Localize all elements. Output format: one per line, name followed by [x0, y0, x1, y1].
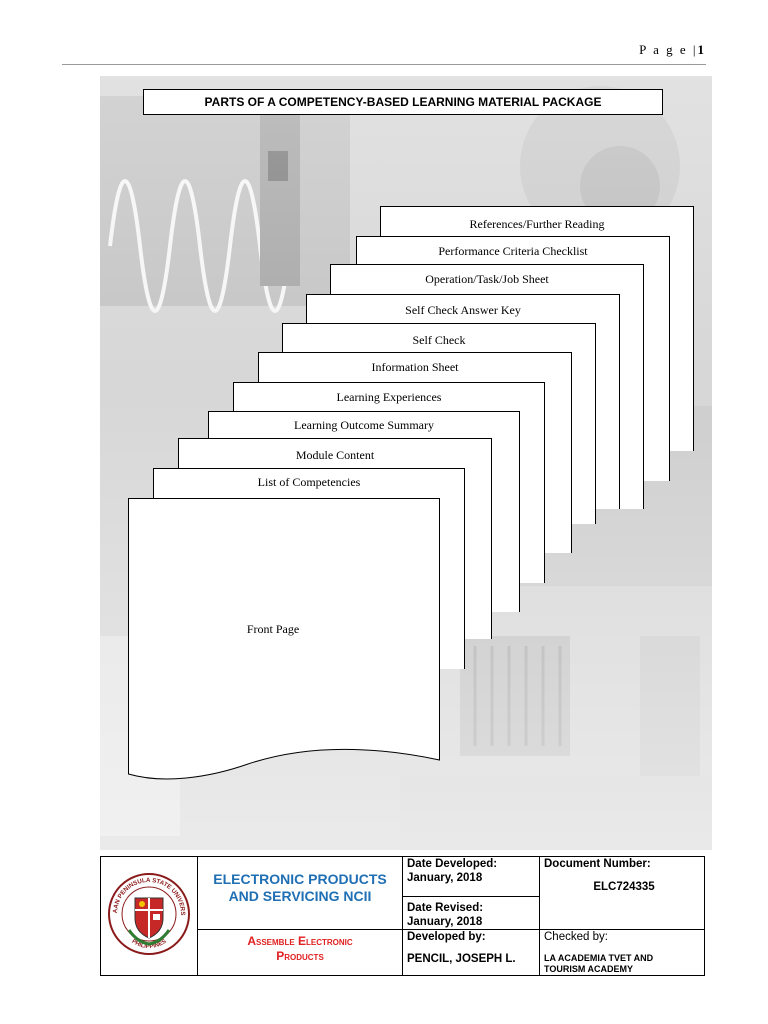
university-logo-cell: BATAAN PENINSULA STATE UNIVERSITY PHILIP… [100, 856, 198, 976]
developed-by-label: Developed by: [407, 931, 486, 943]
page-number: P a g e |1 [639, 42, 704, 58]
checked-by-label: Checked by: [544, 931, 608, 943]
date-revised-label: Date Revised: [407, 902, 484, 914]
page-digit: 1 [697, 42, 705, 57]
unit-title-cell: Assemble Electronic Products [197, 929, 403, 976]
document-number-label: Document Number: [544, 858, 651, 870]
checked-by-cell: Checked by: LA ACADEMIA TVET AND TOURISM… [539, 929, 705, 976]
document-footer: BATAAN PENINSULA STATE UNIVERSITY PHILIP… [100, 856, 705, 976]
front-page-sheet: Front Page [128, 498, 440, 788]
diagram-title: PARTS OF A COMPETENCY-BASED LEARNING MAT… [143, 89, 663, 115]
module-title-line-1: ELECTRONIC PRODUCTS [213, 871, 387, 887]
header-rule [62, 64, 706, 65]
checked-by-line-2: TOURISM ACADEMY [544, 964, 634, 974]
unit-title-line-1: Assemble Electronic [247, 934, 353, 948]
checked-by-line-1: LA ACADEMIA TVET AND [544, 953, 654, 963]
page-label: P a g e | [639, 42, 698, 57]
module-title-line-2: AND SERVICING NCII [228, 888, 372, 904]
university-seal-icon: BATAAN PENINSULA STATE UNIVERSITY PHILIP… [105, 867, 190, 955]
date-developed-label: Date Developed: [407, 858, 498, 870]
developed-by-cell: Developed by: PENCIL, JOSEPH L. [402, 929, 540, 976]
front-page-label: Front Page [246, 622, 300, 636]
date-developed-value: January, 2018 [407, 872, 483, 884]
developed-by-value: PENCIL, JOSEPH L. [407, 953, 516, 965]
document-number-cell: Document Number: ELC724335 [539, 856, 705, 930]
document-number-value: ELC724335 [593, 881, 655, 893]
date-revised-value: January, 2018 [407, 916, 483, 928]
unit-title-line-2: Products [276, 949, 324, 963]
front-page-shape [128, 498, 440, 780]
date-developed-cell: Date Developed: January, 2018 [402, 856, 540, 897]
date-revised-cell: Date Revised: January, 2018 [402, 896, 540, 930]
module-title-cell: ELECTRONIC PRODUCTS AND SERVICING NCII [197, 856, 403, 930]
